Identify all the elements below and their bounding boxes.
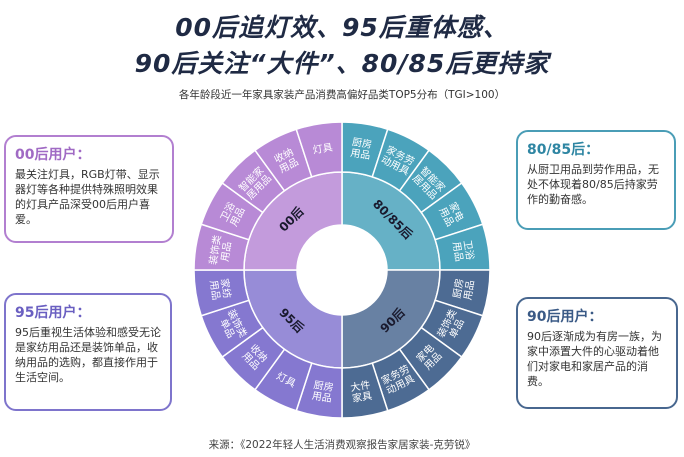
- category-label-95-5: 家纺用品: [207, 277, 234, 301]
- card-00-title: 00后用户：: [15, 147, 91, 163]
- category-label-80-85-5: 卫浴用品: [450, 239, 476, 262]
- category-label-95-1: 厨房用品: [311, 378, 335, 405]
- category-label-90-1: 厨房用品: [450, 277, 477, 301]
- card-90-title: 90后用户：: [527, 309, 603, 325]
- card-95: 95后用户： 95后重视生活体验和感受无论是家纺用品还是装饰单品，收纳用品的选购…: [4, 293, 172, 411]
- card-80-85-body: 从厨卫用品到劳作用品，无处不体现着80/85后持家劳作的勤奋感。: [527, 163, 659, 206]
- card-80-85: 80/85后： 从厨卫用品到劳作用品，无处不体现着80/85后持家劳作的勤奋感。: [516, 130, 676, 230]
- title-line-1: 00后追灯效、95后重体感、: [175, 13, 509, 42]
- card-80-85-title: 80/85后：: [527, 142, 600, 158]
- title-line-2: 90后关注“大件”、80/85后更持家: [134, 49, 550, 78]
- center-hole: [298, 226, 386, 314]
- card-00-body: 最关注灯具，RGB灯带、显示器灯等各种提供特殊照明效果的灯具产品深受00后用户喜…: [15, 168, 160, 226]
- outer-segment-00-5: [295, 121, 343, 178]
- card-90: 90后用户： 90后逐渐成为有房一族，为家中添置大件的心驱动着他们对家电和家居产…: [516, 297, 678, 409]
- chart-subtitle: 各年龄段近一年家具家装产品消费高偏好品类TOP5分布（TGI>100）: [178, 89, 506, 101]
- source-note: 来源：《2022年轻人生活消费观察报告家居家装-克劳锐》: [208, 439, 476, 451]
- card-95-body: 95后重视生活体验和感受无论是家纺用品还是装饰单品，收纳用品的选购，都直接作用于…: [15, 326, 161, 384]
- category-label-90-5: 大件家具: [349, 378, 373, 405]
- category-label-00-5: 灯具: [312, 142, 334, 157]
- category-label-80-85-1: 厨房用品: [349, 135, 373, 162]
- card-95-title: 95后用户：: [15, 305, 91, 321]
- card-90-body: 90后逐渐成为有房一族，为家中添置大件的心驱动着他们对家电和家居产品的消费。: [527, 330, 662, 388]
- card-00: 00后用户： 最关注灯具，RGB灯带、显示器灯等各种提供特殊照明效果的灯具产品深…: [4, 135, 174, 243]
